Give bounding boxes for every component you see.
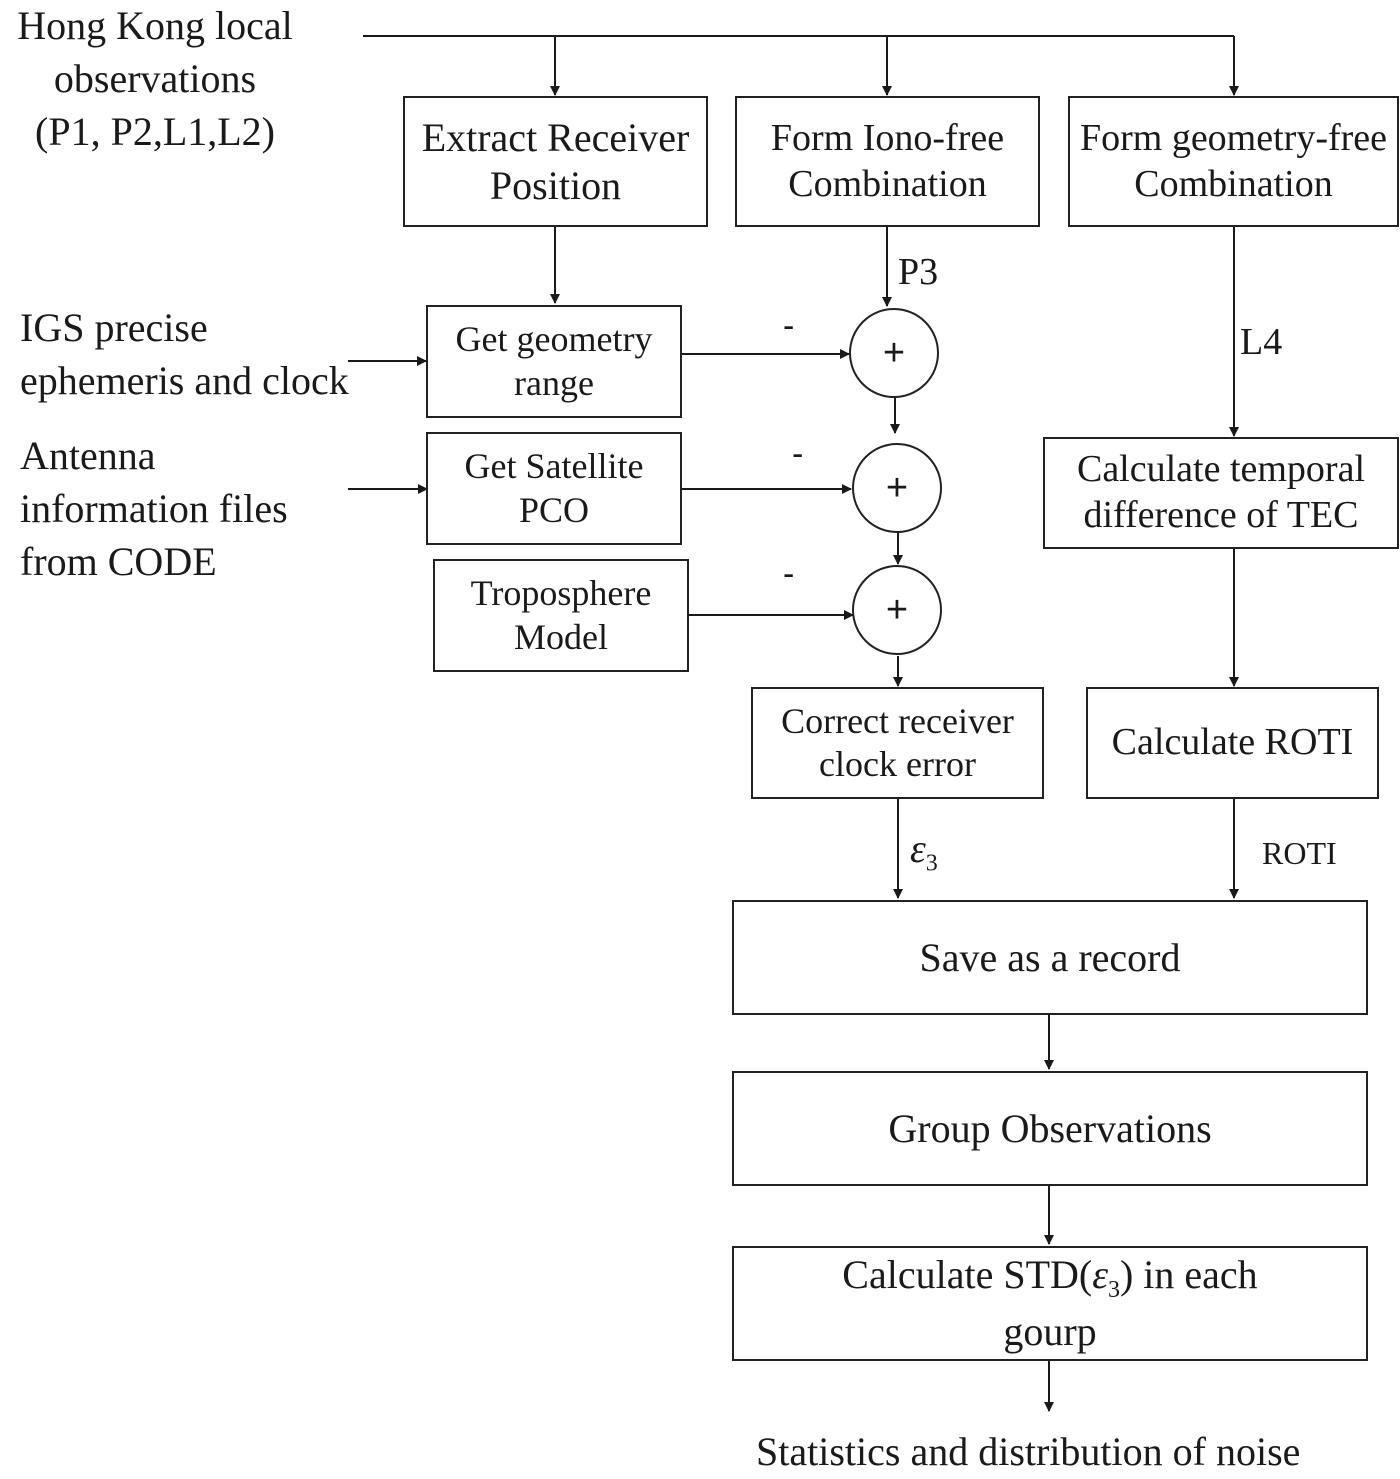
box-troposphere-model: Troposphere Model (433, 559, 689, 672)
edge-label-epsilon3: ε3 (910, 825, 938, 878)
edge-label-p3: P3 (898, 251, 939, 293)
std-prefix: Calculate STD( (842, 1251, 1093, 1297)
edge-label-roti: ROTI (1262, 835, 1337, 871)
summing-junction-3: + (852, 565, 942, 655)
std-epsilon-symbol: ε (1092, 1251, 1108, 1297)
std-suffix: ) in each gourp (1003, 1251, 1258, 1355)
box-get-geometry-range: Get geometry range (426, 305, 682, 418)
box-form-geometry-free: Form geometry-free Combination (1068, 96, 1399, 227)
std-epsilon-subscript: 3 (1107, 1276, 1120, 1303)
box-get-satellite-pco: Get Satellite PCO (426, 432, 682, 545)
summing-junction-1: + (849, 308, 939, 398)
minus-sign-3: - (783, 555, 795, 593)
output-statistics-distribution: Statistics and distribution of noise (756, 1429, 1301, 1474)
box-form-iono-free: Form Iono-free Combination (735, 96, 1040, 227)
input-antenna-files: Antenna information files from CODE (20, 433, 288, 584)
input-igs-ephemeris: IGS precise ephemeris and clock (20, 305, 349, 403)
box-calculate-roti: Calculate ROTI (1086, 687, 1379, 799)
edge-label-l4: L4 (1240, 321, 1283, 363)
std-text: Calculate STD(ε3) in each gourp (842, 1249, 1257, 1358)
box-calculate-std: Calculate STD(ε3) in each gourp (732, 1246, 1368, 1361)
input-hk-observations: Hong Kong local observations (P1, P2,L1,… (17, 3, 293, 154)
minus-sign-2: - (792, 435, 804, 473)
box-save-as-record: Save as a record (732, 900, 1368, 1015)
box-group-observations: Group Observations (732, 1071, 1368, 1186)
minus-sign-1: - (783, 307, 795, 345)
epsilon-symbol: ε (910, 826, 926, 871)
summing-junction-2: + (852, 443, 942, 533)
box-correct-receiver-clock: Correct receiver clock error (751, 687, 1044, 799)
box-extract-receiver-position: Extract Receiver Position (403, 96, 708, 227)
epsilon-subscript: 3 (925, 850, 938, 877)
box-calculate-temporal-difference: Calculate temporal difference of TEC (1043, 437, 1399, 549)
